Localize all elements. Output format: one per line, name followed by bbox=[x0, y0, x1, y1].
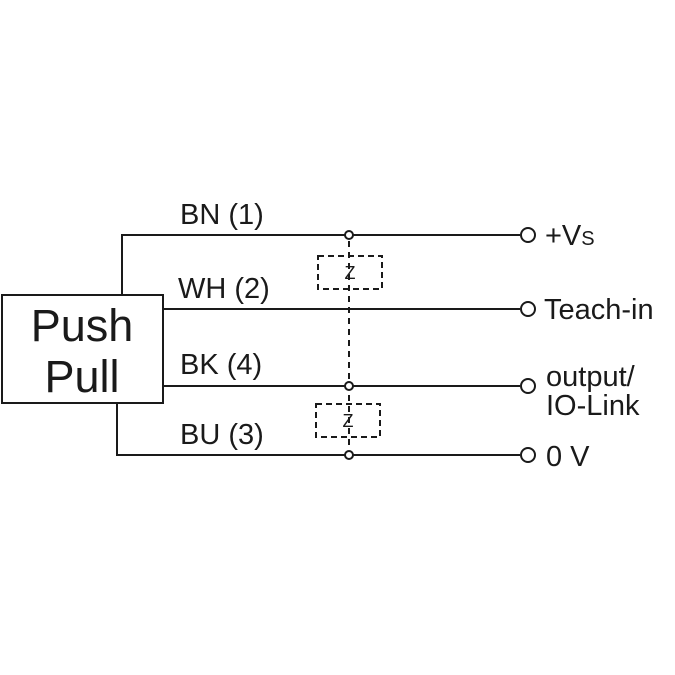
load-label-upper: Z bbox=[345, 263, 356, 283]
terminal-label-output-line1: output/ bbox=[546, 361, 636, 393]
terminal-zero bbox=[520, 447, 536, 463]
load-box-upper bbox=[317, 255, 383, 290]
terminal-label-vs: +VS bbox=[545, 220, 595, 252]
junction-bk bbox=[344, 381, 354, 391]
wire-label-wh: WH (2) bbox=[178, 273, 270, 305]
terminal-label-vs-sub: S bbox=[581, 228, 594, 250]
wire-bn bbox=[121, 234, 520, 295]
wire-label-bu: BU (3) bbox=[180, 419, 264, 451]
terminal-output bbox=[520, 378, 536, 394]
push-pull-box bbox=[1, 294, 164, 404]
terminal-teach bbox=[520, 301, 536, 317]
junction-bu bbox=[344, 450, 354, 460]
terminal-vs bbox=[520, 227, 536, 243]
terminal-label-vs-main: +V bbox=[545, 220, 582, 252]
block-label-line1: Push bbox=[31, 300, 134, 351]
wire-label-bk: BK (4) bbox=[180, 349, 262, 381]
terminal-label-output-line2: IO-Link bbox=[546, 390, 640, 422]
wire-label-bn: BN (1) bbox=[180, 199, 264, 231]
terminal-label-teach: Teach-in bbox=[544, 294, 654, 326]
terminal-label-zero: 0 V bbox=[546, 441, 590, 473]
load-box-lower bbox=[315, 403, 381, 438]
block-label-line2: Pull bbox=[44, 351, 119, 402]
junction-bn bbox=[344, 230, 354, 240]
load-label-lower: Z bbox=[343, 411, 354, 431]
wire-bu bbox=[116, 403, 520, 456]
